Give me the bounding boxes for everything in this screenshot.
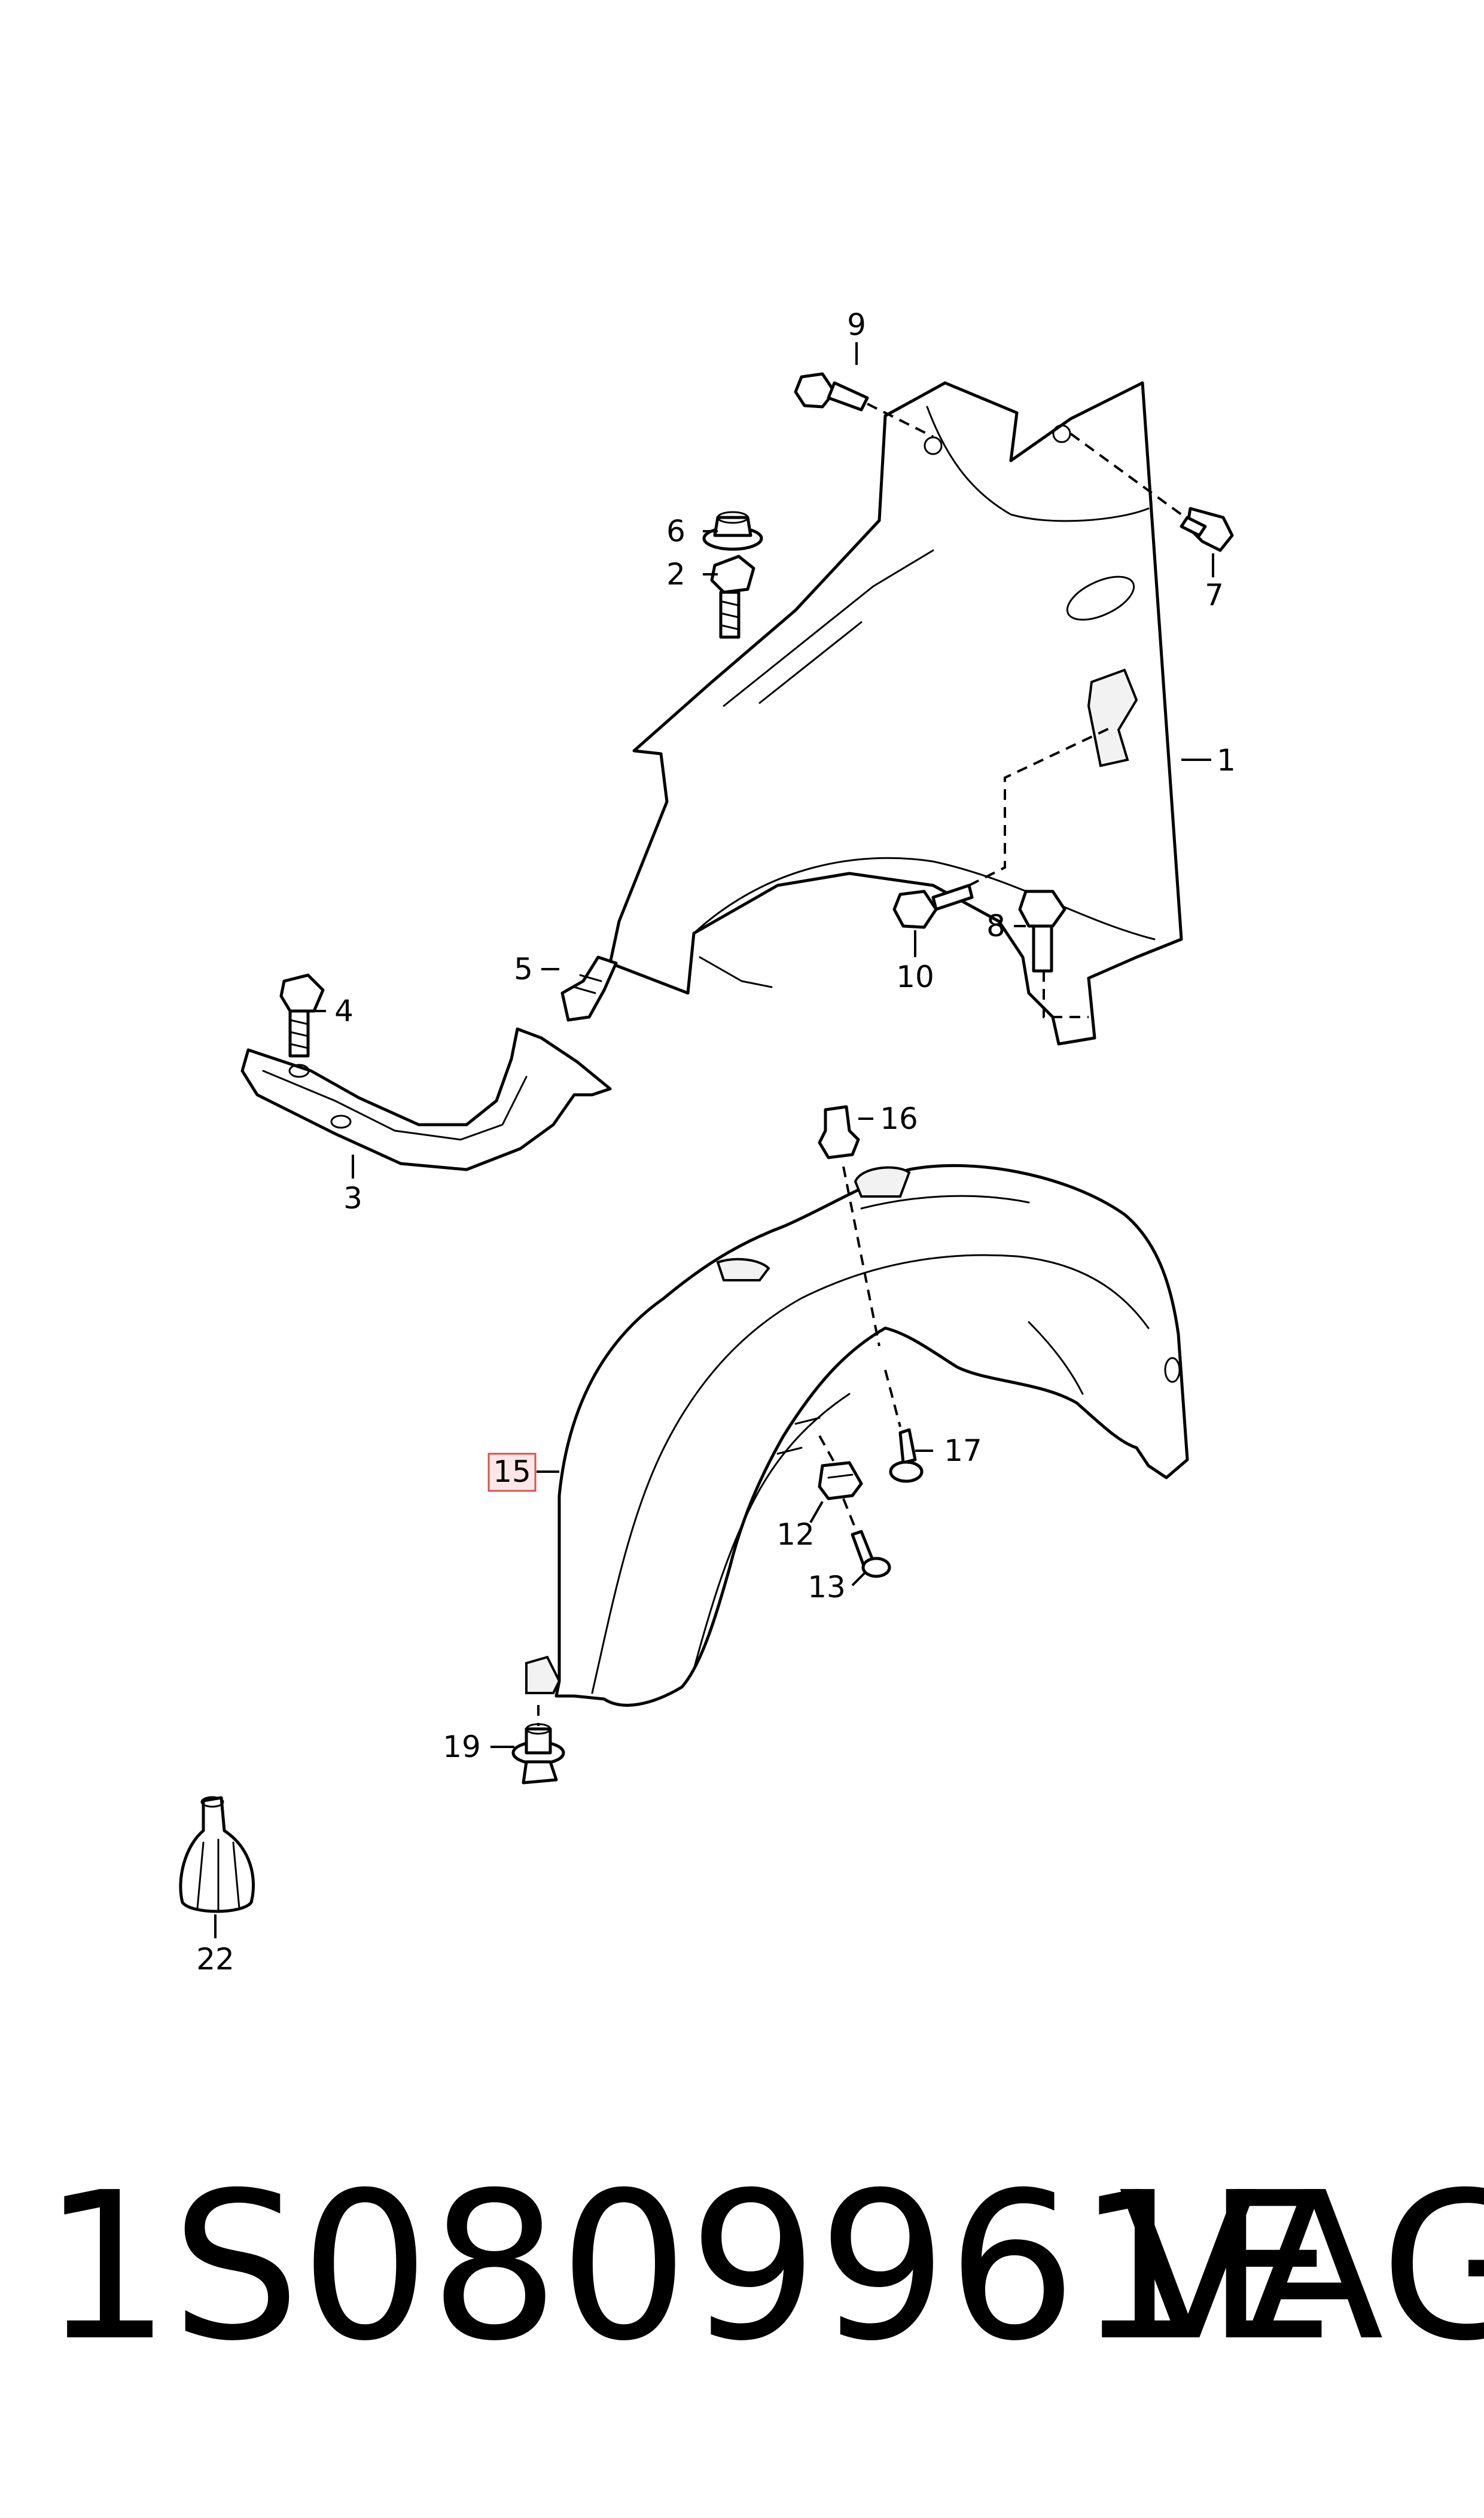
callout-2: 2 xyxy=(666,557,685,592)
stud-part-5 xyxy=(560,955,618,1022)
callout-16: 16 xyxy=(880,1101,918,1136)
bolt-part-9 xyxy=(794,372,943,455)
fender-part-1 xyxy=(608,381,1183,1046)
bolt-part-10 xyxy=(892,726,1113,929)
callout-5: 5 xyxy=(514,952,533,987)
callout-4: 4 xyxy=(334,994,354,1028)
callout-13: 13 xyxy=(807,1570,846,1604)
bolt-part-8 xyxy=(1018,890,1089,1018)
nut-part-6 xyxy=(702,511,763,551)
callout-1: 1 xyxy=(1217,743,1236,778)
clip-part-16 xyxy=(818,1105,880,1347)
clip-nut-part-12 xyxy=(818,1435,863,1500)
callout-15: 15 xyxy=(493,1454,531,1489)
callout-17: 17 xyxy=(944,1433,982,1468)
callout-10: 10 xyxy=(896,960,934,994)
bolt-part-4 xyxy=(279,973,325,1058)
callout-3: 3 xyxy=(343,1181,362,1216)
push-rivet-part-19 xyxy=(511,1705,565,1785)
callout-7: 7 xyxy=(1205,578,1224,613)
screw-part-13 xyxy=(842,1498,891,1578)
part-number: 1S0809961E xyxy=(42,2149,1335,2386)
bracket-part-3 xyxy=(240,1027,612,1171)
callout-labels: 9 6 2 7 1 8 10 5 4 3 16 15 17 12 13 19 2… xyxy=(196,307,1236,1977)
sleeve-part-22 xyxy=(179,1796,255,1913)
brand-label: VAG xyxy=(1119,2149,1484,2386)
screw-part-17 xyxy=(884,1369,924,1483)
bolt-part-7 xyxy=(1069,433,1234,552)
callout-9: 9 xyxy=(847,307,866,342)
callout-12: 12 xyxy=(776,1517,815,1552)
bolt-part-2 xyxy=(710,555,755,639)
callout-8: 8 xyxy=(986,909,1005,943)
leader-lines xyxy=(214,342,1214,1938)
callout-22: 22 xyxy=(196,1942,234,1977)
wheel-arch-liner-part-15 xyxy=(525,1164,1189,1707)
callout-19: 19 xyxy=(443,1730,481,1764)
callout-6: 6 xyxy=(666,514,685,549)
callout-15-highlight xyxy=(487,1453,537,1492)
